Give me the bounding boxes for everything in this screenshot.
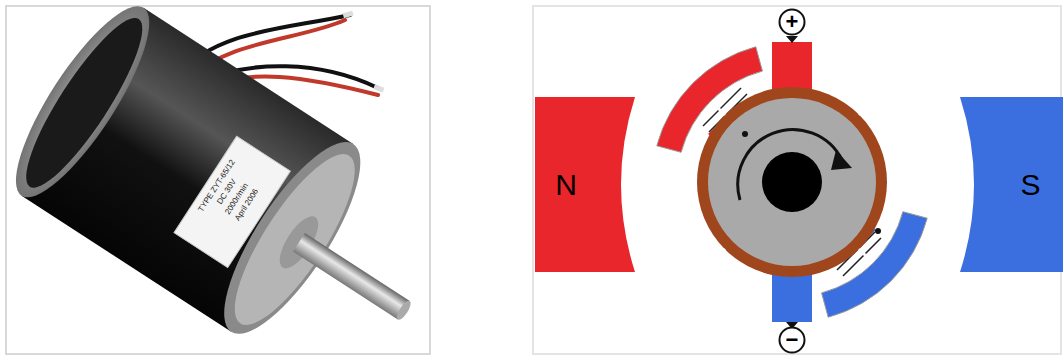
node-text: N <box>555 170 577 200</box>
rotor <box>697 87 887 277</box>
node-outline <box>960 97 1063 272</box>
photo-frame <box>6 6 430 354</box>
node-text: S <box>1020 170 1040 200</box>
supply-arrow <box>786 36 798 43</box>
motor-body <box>0 0 468 360</box>
node-text: − <box>786 329 799 351</box>
north-magnet: N <box>535 97 635 272</box>
terminal-symbol: + <box>778 8 806 36</box>
node-text: + <box>786 11 799 33</box>
south-magnet: S <box>960 97 1063 272</box>
brush-negative <box>772 272 812 322</box>
brush-positive <box>772 42 812 92</box>
terminal-symbol: − <box>778 326 806 354</box>
node-outline <box>535 97 635 272</box>
